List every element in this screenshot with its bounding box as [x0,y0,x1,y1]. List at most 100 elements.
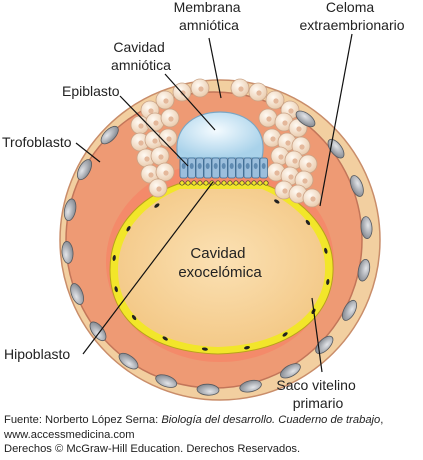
mesoderm-cell-nucleus [288,174,294,180]
trophoblast-nucleus [295,110,316,128]
yolk-sac-nucleus [112,255,116,261]
mesoderm-cell-nucleus [148,172,154,178]
caption-website: www.accessmedicina.com [4,428,135,441]
epiblast-nucleus [237,163,242,169]
mesoderm-cell-nucleus [288,108,294,114]
label-cavidad-exocelomica: Cavidad exocelómica [178,245,262,281]
mesoderm-cell-nucleus [148,108,154,114]
hypoblast-cell [203,180,209,186]
yolk-sac-nucleus [201,347,208,351]
leader-saco-vitelino [311,297,323,373]
label-celoma-extraembrionario: Celoma extraembrionario [299,0,404,33]
mesoderm-cell-nucleus [163,98,169,104]
hypoblast-cell [257,180,263,186]
source-caption: Fuente: Norberto López Serna: Biología d… [4,413,422,457]
leader-lines [75,33,353,373]
epiblast-nucleus [197,163,202,169]
yolk-sac-nucleus [154,203,160,208]
hypoblast-cell [233,180,239,186]
yolk-sac-nucleus [305,219,311,226]
leader-cavidad-amniotica [164,73,216,131]
hypoblast-cell [179,180,185,186]
trophoblast-nuclei [61,110,373,396]
mesoderm-cell-nucleus [198,86,204,92]
leader-trofoblasto [75,142,101,163]
hypoblast-layer [179,180,269,186]
mesoderm-cell-nucleus [168,116,174,122]
yolk-sac-nucleus [274,199,280,204]
hypoblast-cell [227,180,233,186]
trophoblast-nucleus [315,335,334,355]
mesoderm-cell-nucleus [158,154,164,160]
yolk-sac-nucleus [324,247,328,254]
epiblast-nucleus [181,163,186,169]
label-trofoblasto: Trofoblasto [2,134,72,150]
trophoblast-nucleus [357,258,371,282]
mesoderm-cell-nucleus [144,156,150,162]
hypoblast-cell [239,180,245,186]
mesoderm-cell-nucleus [156,186,162,192]
caption-source-title: Biología del desarrollo. Cuaderno de tra… [161,414,381,426]
trophoblast-nucleus [280,363,301,379]
epiblast-nucleus [221,163,226,169]
mesoderm-cell-nucleus [163,170,169,176]
mesoderm-cell-nucleus [153,120,159,126]
mesoderm-cell-nucleus [292,158,298,164]
yolk-sac-nucleus [282,332,288,337]
mesoderm-cell-nucleus [296,192,302,198]
caption-source-suffix: , [380,414,384,426]
hypoblast-cell [245,180,251,186]
trophoblast-nucleus [70,283,84,305]
yolk-sac-nucleus [114,286,118,293]
leader-epiblasto [119,95,189,167]
mesoderm-cell-nucleus [166,136,172,142]
yolk-sac-nucleus [326,279,330,285]
mesoderm-cell-nucleus [273,98,279,104]
mesoderm-cell-nucleus [256,90,262,96]
blastocyst-diagram: Membrana amniótica Celoma extraembrionar… [2,0,405,411]
epiblast-nucleus [253,163,258,169]
trophoblast-nucleus [155,374,178,388]
mesoderm-cell-nucleus [299,144,305,150]
trophoblast-nucleus [63,198,77,222]
trophoblast-nucleus [77,159,92,181]
mesoderm-cell-nucleus [274,170,280,176]
leader-hipoblasto [82,181,214,355]
epiblast-nucleus [205,163,210,169]
mesoderm-cell-nucleus [285,140,291,146]
exocoelomic-cavity [118,189,326,347]
hypoblast-cell [263,180,269,186]
hypoblast-cell [191,180,197,186]
label-saco-vitelino-primario: Saco vitelino primario [276,377,359,411]
label-cavidad-amniotica: Cavidad amniótica [111,39,171,73]
trophoblast-nucleus [118,352,139,370]
mesoderm-cell-nucleus [138,123,144,129]
hypoblast-cell [185,180,191,186]
hypoblast-cell [221,180,227,186]
epiblast-nucleus [213,163,218,169]
mesoderm-cell-nucleus [282,120,288,126]
leader-celoma-extraembrionario [319,33,353,207]
leader-membrana-amniotica [208,37,222,99]
mesoderm-cell-nucleus [296,126,302,132]
trophoblast-nucleus [342,299,357,321]
epiblast-nucleus [261,163,266,169]
mesoderm-cell-nucleus [266,116,272,122]
mesoderm-cell-nucleus [310,196,316,202]
epiblast-layer [179,157,268,179]
trophoblast-nucleus [350,175,364,197]
mesoderm-cell-nucleus [270,136,276,142]
hypoblast-cell [215,180,221,186]
mesoderm-cell-nucleus [278,154,284,160]
trophoblast-nucleus [61,241,74,264]
yolk-sac-nucleus [131,314,137,321]
caption-source-prefix: Fuente: Norberto López Serna: [4,414,162,426]
epiblast-nucleus [229,163,234,169]
caption-rights: Derechos © McGraw-Hill Education. Derech… [4,443,301,455]
mesoderm-cell-nucleus [180,90,186,96]
label-hipoblasto: Hipoblasto [4,346,70,362]
mesoderm-cell-nucleus [138,140,144,146]
yolk-sac-nucleus [126,226,131,232]
caption-source-line: Fuente: Norberto López Serna: Biología d… [4,413,422,428]
yolk-sac-nucleus [162,336,168,341]
